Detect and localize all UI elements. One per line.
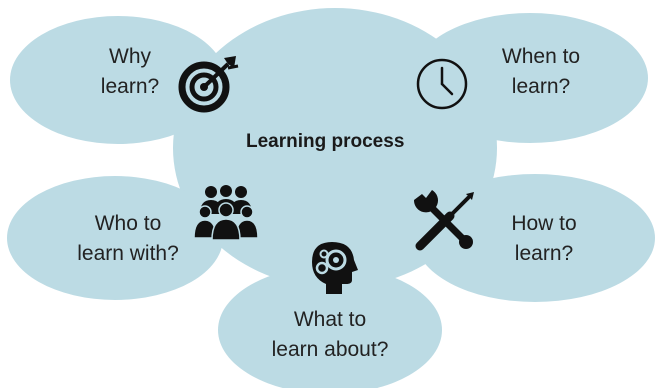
why-bubble [10,16,226,144]
how-to-learn-line2: learn? [514,242,574,265]
center-title: Learning process [246,131,405,152]
what-to-learn-about-label: What to learn about? [262,305,398,365]
what-to-learn-about-line1: What to [293,308,367,331]
when-to-learn-line1: When to [501,45,581,68]
head-gears-icon [312,242,358,294]
when-bubble [412,13,648,143]
how-to-learn-label: How to learn? [492,209,596,269]
who-to-learn-with-line2: learn with? [77,242,179,265]
people-group-icon [194,185,258,241]
when-to-learn-label: When to learn? [486,42,596,102]
how-to-learn-line1: How to [511,212,577,235]
who-bubble [7,176,223,300]
why-learn-line1: Why [109,45,151,68]
how-bubble [415,174,655,302]
what-bubble [218,266,442,388]
when-to-learn-line2: learn? [511,75,571,98]
what-to-learn-about-line2: learn about? [271,338,389,361]
why-learn-line2: learn? [100,75,160,98]
who-to-learn-with-line1: Who to [94,212,162,235]
tools-icon [413,190,474,251]
who-to-learn-with-label: Who to learn with? [60,209,196,269]
clock-icon [416,58,468,110]
target-icon [178,56,239,113]
why-learn-label: Why learn? [82,42,178,102]
